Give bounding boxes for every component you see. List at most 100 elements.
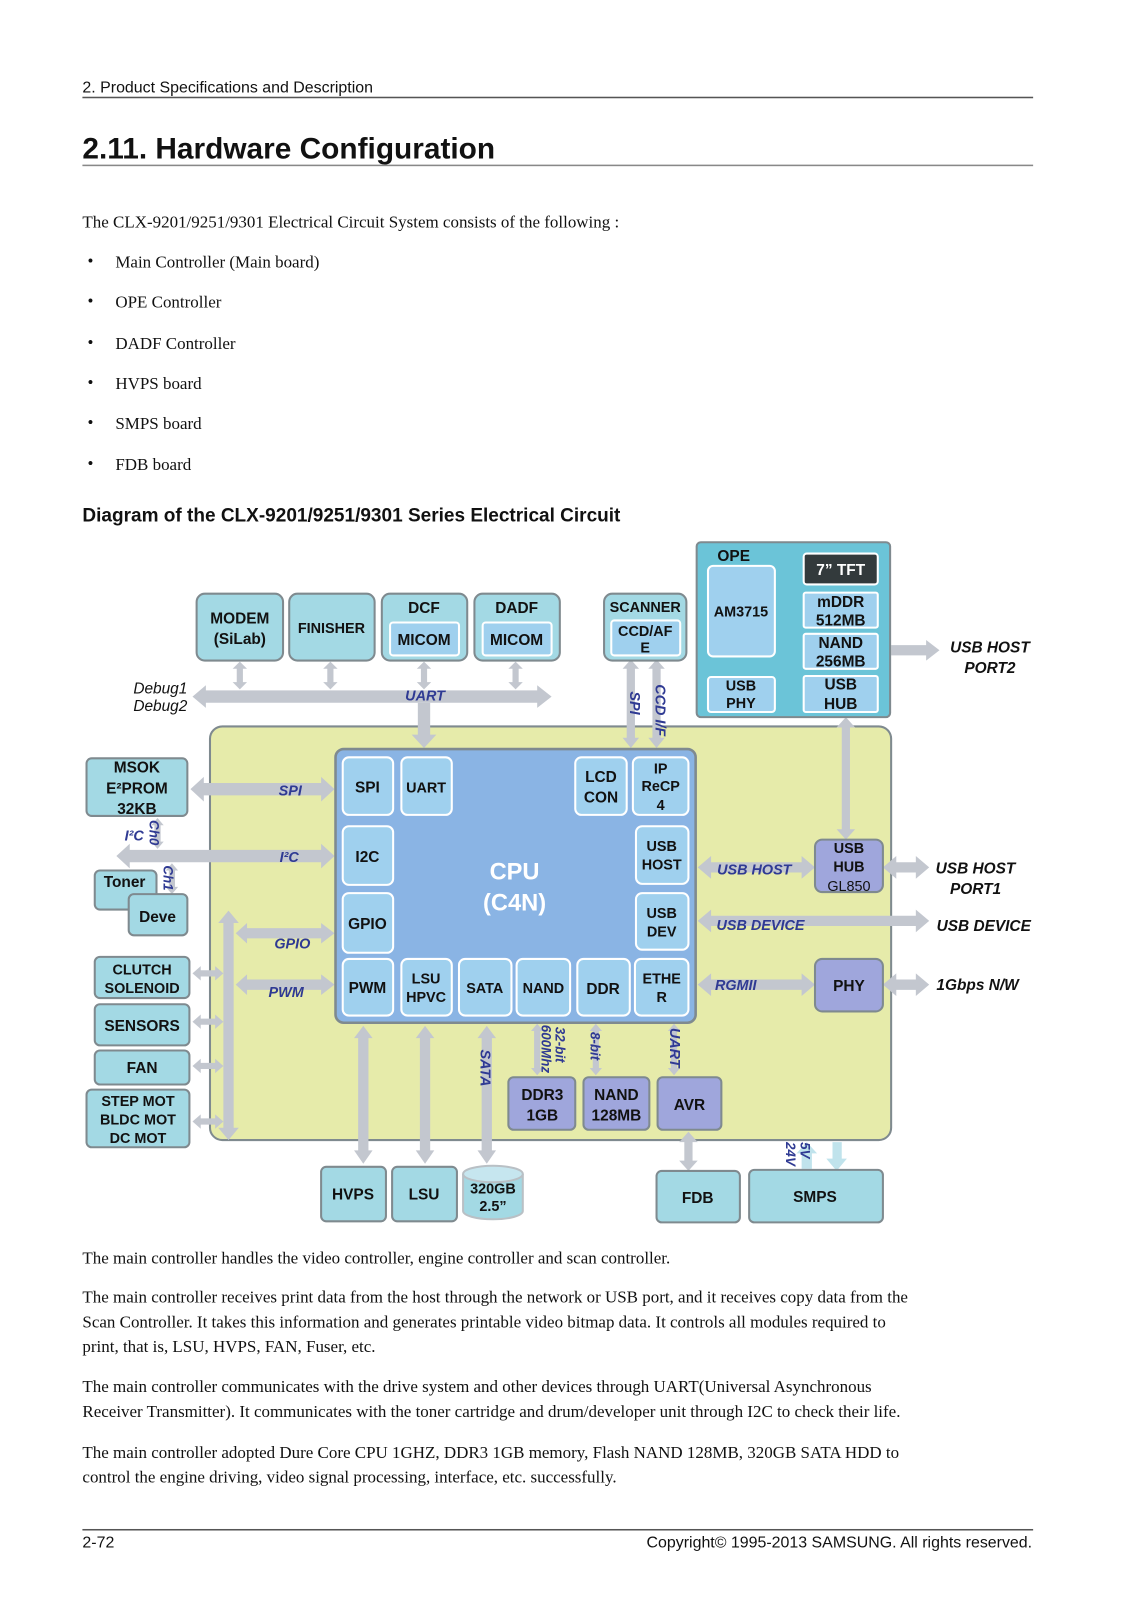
cpu-spi-shape xyxy=(341,756,395,816)
sensors-module: SENSORS xyxy=(93,1003,191,1047)
fdb-module-label: FDB xyxy=(682,1190,714,1207)
ddr3-chip-label: DDR3 xyxy=(521,1087,563,1104)
cpu-uart: UART xyxy=(400,756,453,816)
finisher-module-label: FINISHER xyxy=(298,621,366,637)
cpu-gpio: GPIO xyxy=(341,892,395,954)
hdd-module: 320GB 2.5” xyxy=(462,1164,524,1221)
running-header: 2. Product Specifications and Descriptio… xyxy=(82,80,373,97)
bullet-icon: • xyxy=(88,454,94,473)
scanner-spi-arrow xyxy=(622,659,640,749)
cpu-lsu-hpvc: LSU HPVC xyxy=(400,957,453,1017)
fdb-module-shape xyxy=(655,1169,741,1224)
debug1-label: Debug1 xyxy=(133,680,187,697)
ddr3-chip: DDR3 1GB xyxy=(507,1076,577,1131)
cpu-i2c-shape xyxy=(341,825,395,886)
clutch-module-label: SOLENOID xyxy=(104,981,179,997)
paragraph: The main controller communicates with th… xyxy=(82,1377,871,1396)
usb-hub-gl850-shape xyxy=(813,838,884,894)
cpu-ip-recp-label: 4 xyxy=(657,798,665,814)
nand-chip: NAND 128MB xyxy=(582,1076,651,1131)
sata-bus-label: SATA xyxy=(477,1049,493,1086)
ccd-if-label: CCD I/F xyxy=(652,684,668,737)
bullet-icon: • xyxy=(88,373,94,392)
motors-module: STEP MOT BLDC MOT DC MOT xyxy=(85,1088,191,1149)
list-item-text: FDB board xyxy=(115,455,191,474)
cpu-spi-label: SPI xyxy=(355,779,380,796)
avr-chip: AVR xyxy=(656,1076,723,1131)
scanner-module-shape xyxy=(610,619,682,657)
dadf-module-shape xyxy=(481,621,553,657)
dadf-link-arrow xyxy=(508,661,523,690)
page-title: 2.11. Hardware Configuration xyxy=(82,132,495,165)
component-list: • Main Controller (Main board) •OPE Contr… xyxy=(88,251,320,474)
avr-uart-label: UART xyxy=(666,1028,682,1069)
scanner-module-label: SCANNER xyxy=(610,600,682,616)
sensors-module-label: SENSORS xyxy=(104,1018,179,1035)
usb-hub-gl850-label: HUB xyxy=(833,859,864,875)
intro-text: The CLX-9201/9251/9301 Electrical Circui… xyxy=(82,212,619,231)
fdb-link-arrow xyxy=(679,1131,698,1171)
motor-arrow xyxy=(192,1114,224,1129)
finisher-link-arrow xyxy=(323,661,338,690)
ope-controller-label: 512MB xyxy=(816,613,866,630)
bullet-icon: • xyxy=(88,333,94,352)
ope-controller-shape xyxy=(802,591,879,629)
copyright: Copyright© 1995-2013 SAMSUNG. All rights… xyxy=(647,1534,1033,1551)
cpu-pwm-label: PWM xyxy=(349,980,387,997)
i2c-left-label: I²C xyxy=(125,829,145,845)
paragraph: The main controller handles the video co… xyxy=(82,1249,670,1268)
dcf-module-label: MICOM xyxy=(397,632,450,649)
cpu-ether-shape xyxy=(633,957,690,1017)
motors-module-shape xyxy=(85,1088,191,1149)
ddr3-chip-label: 1GB xyxy=(526,1107,558,1124)
usb-port2-arrow xyxy=(891,639,940,661)
dcf-module-shape xyxy=(389,621,461,657)
title-rule xyxy=(82,164,1034,167)
scanner-spi-label: SPI xyxy=(626,691,642,715)
motors-module-label: DC MOT xyxy=(110,1131,167,1147)
cpu-block-label: CPU xyxy=(490,860,540,886)
pwm-bus-arrow xyxy=(235,974,335,995)
phy-chip-label: PHY xyxy=(833,978,865,995)
usb-host-port1-label: USB HOST xyxy=(936,861,1017,878)
hvps-module-label: HVPS xyxy=(332,1187,374,1204)
paragraph-line: Scan Controller. It takes this informati… xyxy=(82,1312,885,1331)
hvps-module: HVPS xyxy=(320,1165,387,1223)
ch1-label: Ch1 xyxy=(161,865,176,890)
toner-module-label: Toner xyxy=(104,874,146,891)
usb-host-port2-label: USB HOST xyxy=(950,639,1031,656)
lsu-module-shape xyxy=(391,1165,458,1223)
paragraph-line: Receiver Transmitter). It communicates w… xyxy=(82,1402,900,1421)
pwm-bus-label: PWM xyxy=(269,985,305,1001)
cpu-lsu-hpvc-label: HPVC xyxy=(406,990,446,1006)
modem-module: MODEM (SiLab) xyxy=(195,592,285,662)
clutch-arrow xyxy=(192,966,224,981)
i2c-bus-arrow xyxy=(116,843,335,869)
list-item-text: Main Controller (Main board) xyxy=(115,253,319,272)
dcf-module-label: DCF xyxy=(408,600,440,617)
ope-controller-shape xyxy=(706,564,776,658)
usb-port1-arrow xyxy=(882,856,930,879)
bullet-icon: • xyxy=(88,292,94,311)
fan-module-label: FAN xyxy=(127,1060,158,1077)
ope-controller-label: HUB xyxy=(824,696,857,713)
fan-module-shape xyxy=(93,1049,191,1086)
clutch-module-label: CLUTCH xyxy=(113,962,172,978)
cpu-lsu-hpvc-label: LSU xyxy=(412,972,441,988)
power-5v-label: 5V xyxy=(798,1142,813,1159)
list-item: •OPE Controller xyxy=(88,292,222,312)
hdd-module-label: 320GB xyxy=(470,1182,516,1198)
cpu-block-label: (C4N) xyxy=(483,891,546,917)
cpu-uart-label: UART xyxy=(406,780,446,796)
nand-chip-label: NAND xyxy=(594,1087,639,1104)
ddr-link-arrow xyxy=(531,1023,544,1076)
list-item-text: SMPS board xyxy=(115,414,202,433)
cpu-ether-label: ETHE xyxy=(642,972,681,988)
clutch-module-shape xyxy=(93,955,191,1000)
cpu-sata-label: SATA xyxy=(466,981,504,997)
avr-chip-label: AVR xyxy=(674,1097,705,1114)
modem-module-label: (SiLab) xyxy=(214,631,266,648)
